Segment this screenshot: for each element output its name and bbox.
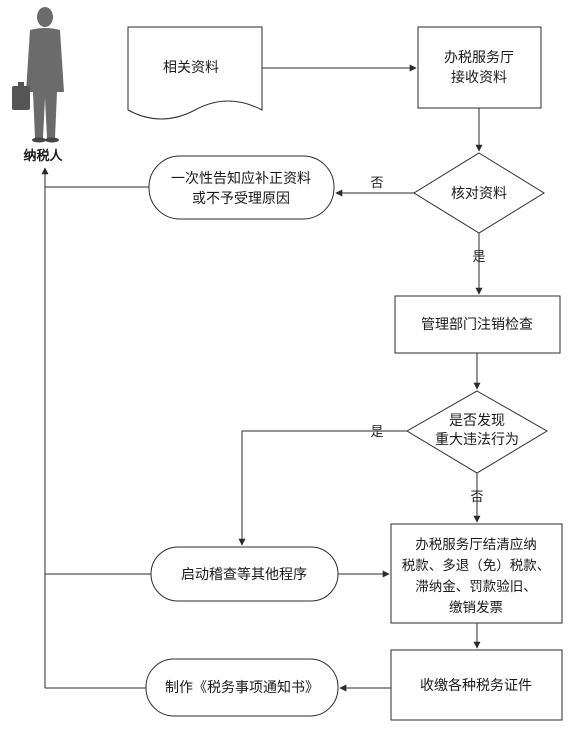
verify-docs-label: 核对资料 [451,186,507,202]
settle-taxes-label-2: 税款、多退（免）税款、 [402,557,551,574]
taxpayer-label: 纳税人 [23,148,63,164]
issue-notice-label: 制作《税务事项通知书》 [165,679,319,696]
hall-receive-label-2: 接收资料 [451,69,507,86]
related-docs-label: 相关资料 [163,60,219,76]
edge-violation-yes [238,430,407,546]
settle-taxes-box [390,523,563,624]
related-docs-shape [127,26,263,120]
taxpayer-person-icon [12,7,64,143]
major-violation-label-1: 是否发现 [449,413,505,429]
collect-certificates-label: 收缴各种税务证件 [420,678,532,694]
major-violation-label-2: 重大违法行为 [435,432,519,448]
settle-taxes-label-1: 办税服务厅结清应纳 [415,536,537,553]
label-violation-yes: 是 [370,425,383,440]
settle-taxes-label-4: 缴销发票 [449,600,503,616]
hall-receive-label-1: 办税服务厅 [444,50,514,66]
notify-supplement-label-2: 或不予受理原因 [192,191,290,207]
hall-receive-box [417,26,542,109]
notify-supplement-label-1: 一次性告知应补正资料 [171,170,311,187]
cancel-check-label: 管理部门注销检查 [421,317,533,333]
start-inspection-label: 启动稽查等其他程序 [181,566,307,583]
label-verify-no: 否 [370,176,383,191]
collect-certificates-box [390,649,563,721]
settle-taxes-label-3: 滞纳金、罚款验旧、 [415,579,537,595]
label-verify-yes: 是 [472,250,485,265]
cancel-check-box [394,295,561,354]
label-violation-no: 否 [470,490,483,505]
notify-supplement-terminal [148,155,335,220]
